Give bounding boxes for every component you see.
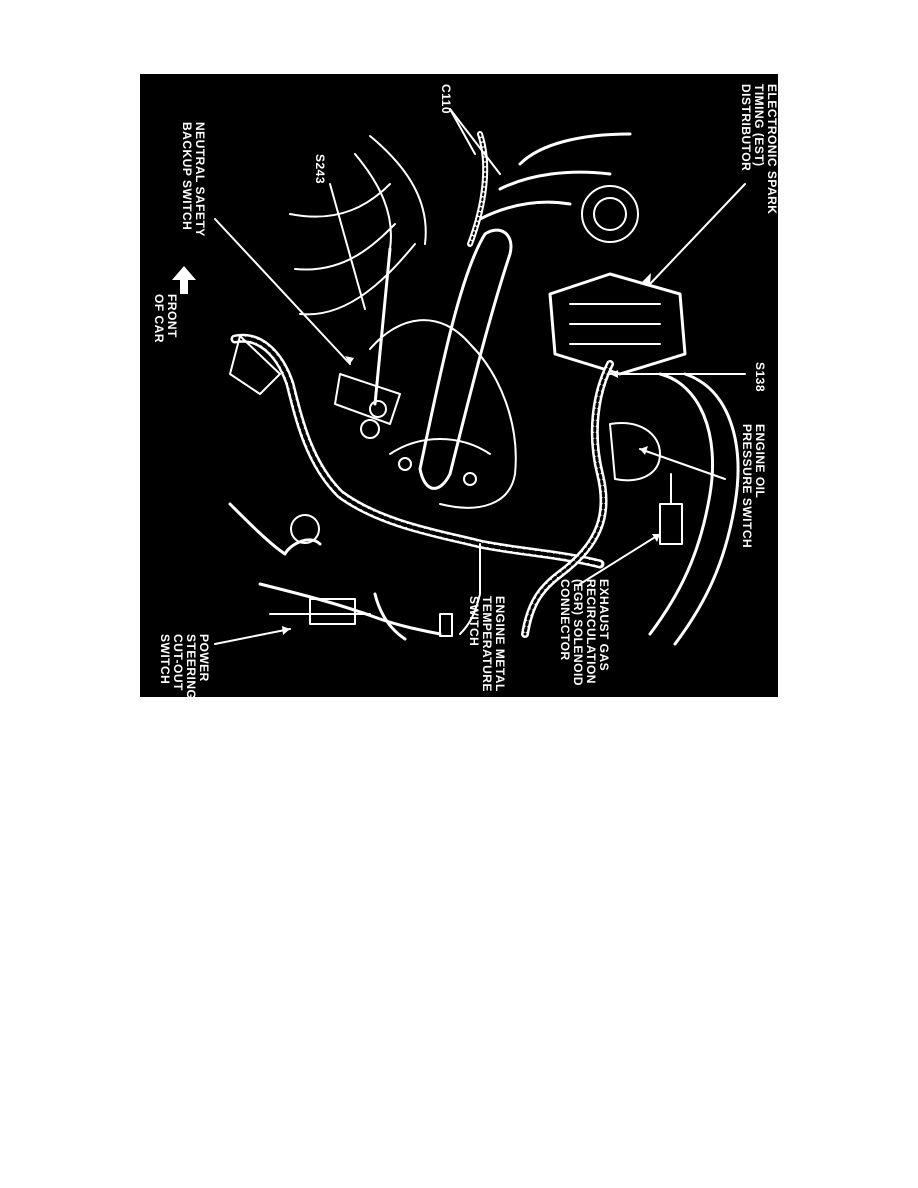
label-c110: C110 [439,84,453,115]
ps-pump-pulley [290,514,320,544]
label-neutral-safety: NEUTRAL SAFETY BACKUP SWITCH [180,122,207,237]
label-front-of-car: FRONT OF CAR [152,294,179,343]
oil-pressure-switch [609,422,661,482]
engine-drawing [214,108,746,646]
distributor-cap [581,185,639,243]
leader-c110-a [449,108,476,155]
leader-c110-b [449,108,501,175]
distributor [548,272,687,376]
intake-tube [418,228,513,490]
label-engine-metal: ENGINE METAL TEMPERATURE SWITCH [467,596,507,692]
temp-switch [439,613,453,637]
leader-s243 [329,183,366,310]
leader-distributor [649,183,746,285]
engine-diagram: ELECTRONIC SPARK TIMING (EST) DISTRIBUTO… [140,74,778,697]
arrow-up-icon [172,266,196,294]
label-egr: EXHAUST GAS RECIRCULATION (EGR) SOLENOID… [558,579,611,687]
ps-cutout-switch [309,598,356,625]
leader-power-steering [214,628,291,645]
pulley-bolt [360,419,380,439]
leader-neutral-safety [214,218,351,365]
leader-oil-pressure [639,448,726,480]
label-s243: S243 [313,154,327,185]
label-power-steering: POWER STEERING CUT-OUT SWITCH [158,634,211,697]
label-engine-oil: ENGINE OIL PRESSURE SWITCH [740,424,767,549]
label-est-distributor: ELECTRONIC SPARK TIMING (EST) DISTRIBUTO… [739,84,778,215]
leader-egr [579,533,661,585]
egr-connector [659,503,683,545]
fender-line [289,183,391,218]
label-s138: S138 [753,362,767,393]
